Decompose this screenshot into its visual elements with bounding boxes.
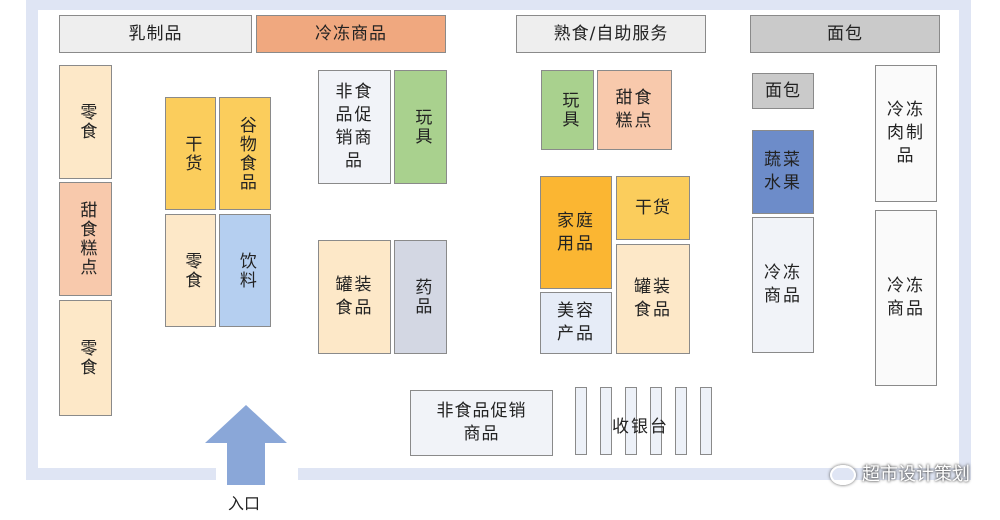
- checkout-register: [600, 387, 612, 455]
- section-label: 干货: [181, 134, 202, 173]
- checkout-register: [675, 387, 687, 455]
- section-label: 冷冻商品: [315, 23, 387, 44]
- section-snack-1: 零食: [59, 65, 112, 179]
- section-label: 甜食糕点: [615, 88, 654, 131]
- section-frozen-mid: 冷冻商品: [752, 217, 814, 353]
- section-label: 玩具: [558, 91, 579, 129]
- entrance-label: 入口: [228, 494, 261, 513]
- section-canned-1: 罐装食品: [318, 240, 391, 354]
- section-dairy: 乳制品: [59, 15, 252, 53]
- section-dessert-left: 甜食糕点: [59, 182, 112, 296]
- checkout-label: 收银台: [612, 417, 669, 437]
- checkout-register: [575, 387, 587, 455]
- section-label: 谷物食品: [235, 115, 256, 192]
- wall-right: [959, 0, 971, 480]
- section-household: 家庭用品: [540, 176, 612, 289]
- section-dry-goods-2: 干货: [616, 176, 690, 240]
- section-snack-3: 零食: [165, 214, 216, 327]
- section-grain: 谷物食品: [219, 97, 271, 210]
- section-deli: 熟食/自助服务: [516, 15, 706, 53]
- wall-bottom-right: [298, 468, 971, 480]
- section-dessert-right: 甜食糕点: [597, 70, 672, 150]
- checkout-register: [700, 387, 712, 455]
- section-label: 零食: [76, 103, 97, 141]
- section-label: 玩具: [411, 108, 432, 146]
- section-label: 冷冻商品: [764, 263, 802, 306]
- section-label: 乳制品: [128, 23, 183, 44]
- section-label: 零食: [76, 339, 97, 377]
- section-label: 饮料: [235, 251, 256, 290]
- section-label: 甜食糕点: [76, 201, 97, 277]
- watermark-text: 超市设计策划: [862, 464, 970, 485]
- section-label: 药品: [411, 278, 432, 316]
- wall-top: [26, 0, 971, 10]
- wechat-icon: [830, 465, 856, 485]
- section-label: 蔬菜水果: [764, 150, 802, 193]
- wall-left: [26, 0, 38, 480]
- section-label: 家庭用品: [557, 210, 595, 254]
- section-nonfood-promo-1: 非食品促销商品: [318, 70, 391, 184]
- section-frozen-top: 冷冻商品: [256, 15, 446, 53]
- checkout-register: [650, 387, 662, 455]
- section-beauty: 美容产品: [540, 292, 612, 354]
- section-toys-1: 玩具: [394, 70, 447, 184]
- section-label: 美容产品: [557, 301, 595, 344]
- section-label: 冷冻商品: [887, 276, 925, 319]
- section-snack-2: 零食: [59, 300, 112, 416]
- section-nonfood-promo-2: 非食品促销商品: [410, 390, 553, 456]
- section-drinks: 饮料: [219, 214, 271, 327]
- section-frozen-right: 冷冻商品: [875, 210, 937, 386]
- section-toys-2: 玩具: [541, 70, 594, 150]
- section-bread-top: 面包: [750, 15, 940, 53]
- section-dry-goods-1: 干货: [165, 97, 216, 210]
- watermark: 超市设计策划: [830, 460, 970, 486]
- section-frozen-meat: 冷冻肉制品: [875, 65, 937, 202]
- section-label: 熟食/自助服务: [553, 23, 669, 44]
- section-label: 非食品促销商品: [335, 82, 374, 171]
- section-label: 面包: [827, 23, 863, 44]
- section-label: 干货: [635, 197, 671, 218]
- section-veg-fruit: 蔬菜水果: [752, 130, 814, 214]
- section-canned-2: 罐装食品: [616, 244, 690, 354]
- wall-bottom-left: [26, 468, 216, 480]
- checkout-register: [625, 387, 637, 455]
- section-label: 非食品促销商品: [436, 401, 527, 444]
- up-arrow-icon: [205, 405, 287, 485]
- section-medicine: 药品: [394, 240, 447, 354]
- section-label: 冷冻肉制品: [887, 100, 925, 166]
- section-label: 零食: [181, 251, 202, 290]
- section-label: 罐装食品: [634, 277, 672, 320]
- section-bread-small: 面包: [752, 73, 814, 109]
- section-label: 面包: [765, 80, 801, 101]
- section-label: 罐装食品: [335, 275, 374, 318]
